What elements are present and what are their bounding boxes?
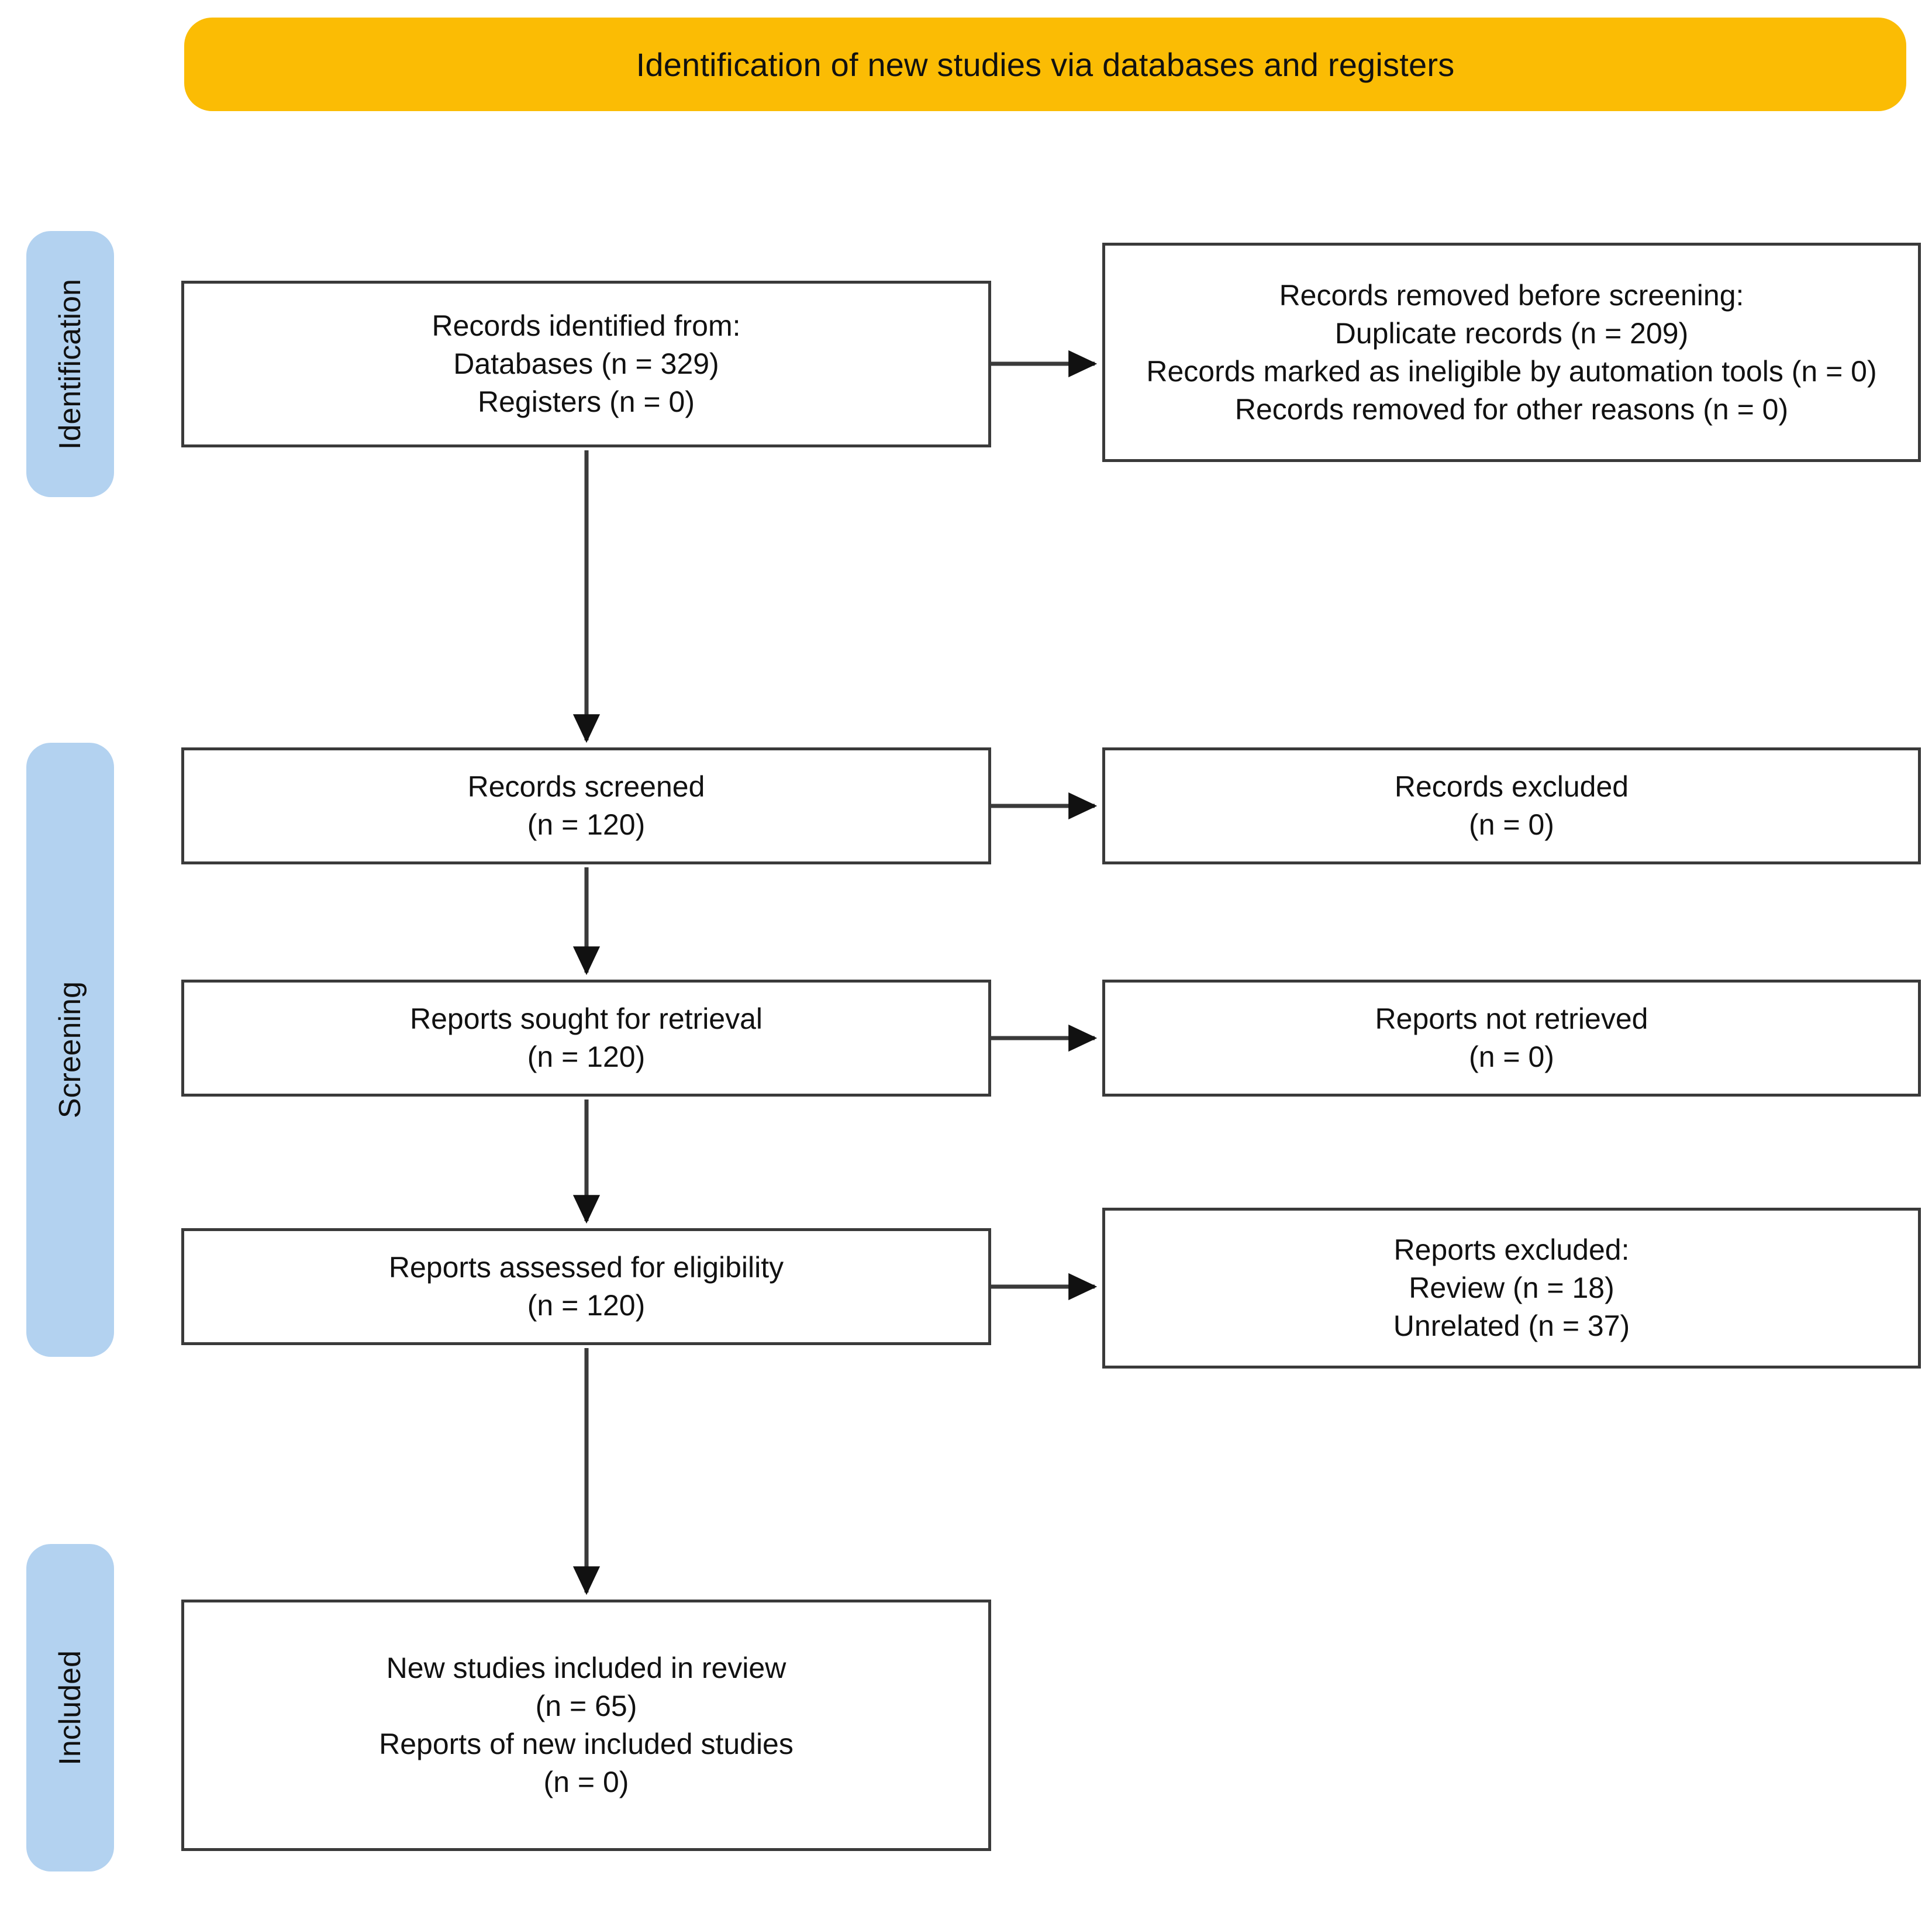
box-line: Reports assessed for eligibility xyxy=(388,1251,784,1284)
box-line: Reports excluded: xyxy=(1393,1233,1630,1266)
banner-title: Identification of new studies via databa… xyxy=(636,46,1455,83)
box-line: Registers (n = 0) xyxy=(478,385,695,418)
box-line: (n = 0) xyxy=(1469,808,1554,841)
box-line: Records removed before screening: xyxy=(1279,278,1744,312)
box-line: (n = 120) xyxy=(527,1040,646,1073)
box-reports-sought: Reports sought for retrieval (n = 120) xyxy=(181,980,991,1097)
stage-tab-identification-label: Identification xyxy=(53,278,87,450)
header-banner: Identification of new studies via databa… xyxy=(184,18,1906,111)
box-reports-not-retrieved: Reports not retrieved (n = 0) xyxy=(1102,980,1921,1097)
box-line: Reports of new included studies xyxy=(379,1728,794,1760)
box-line: Reports sought for retrieval xyxy=(409,1002,763,1035)
box-records-identified: Records identified from: Databases (n = … xyxy=(181,281,991,447)
box-reports-excluded: Reports excluded: Review (n = 18) Unrela… xyxy=(1102,1208,1921,1369)
box-line: Records screened xyxy=(467,770,705,803)
box-records-excluded: Records excluded (n = 0) xyxy=(1102,747,1921,864)
box-line: Records excluded xyxy=(1394,770,1629,803)
box-new-studies-included: New studies included in review (n = 65) … xyxy=(181,1600,991,1851)
box-line: Unrelated (n = 37) xyxy=(1393,1309,1630,1342)
box-line: (n = 120) xyxy=(527,1289,646,1322)
box-line: (n = 65) xyxy=(535,1690,637,1722)
box-line: Records marked as ineligible by automati… xyxy=(1146,354,1877,388)
stage-tab-screening-label: Screening xyxy=(53,981,87,1119)
stage-tab-included-label: Included xyxy=(53,1650,87,1766)
box-line: Reports not retrieved xyxy=(1375,1002,1648,1035)
box-line: Review (n = 18) xyxy=(1409,1271,1614,1304)
stage-tab-included: Included xyxy=(26,1544,114,1871)
box-line: Duplicate records (n = 209) xyxy=(1334,316,1689,350)
box-records-removed: Records removed before screening: Duplic… xyxy=(1102,243,1921,462)
stage-tab-screening: Screening xyxy=(26,743,114,1357)
box-line: Records identified from: xyxy=(432,309,741,342)
box-line: Databases (n = 329) xyxy=(453,347,719,380)
box-line: (n = 0) xyxy=(543,1766,629,1798)
box-line: (n = 120) xyxy=(527,808,646,841)
box-reports-assessed: Reports assessed for eligibility (n = 12… xyxy=(181,1228,991,1345)
box-records-screened: Records screened (n = 120) xyxy=(181,747,991,864)
box-line: Records removed for other reasons (n = 0… xyxy=(1234,392,1789,426)
stage-tab-identification: Identification xyxy=(26,231,114,497)
box-line: (n = 0) xyxy=(1469,1040,1554,1073)
box-line: New studies included in review xyxy=(386,1652,786,1684)
